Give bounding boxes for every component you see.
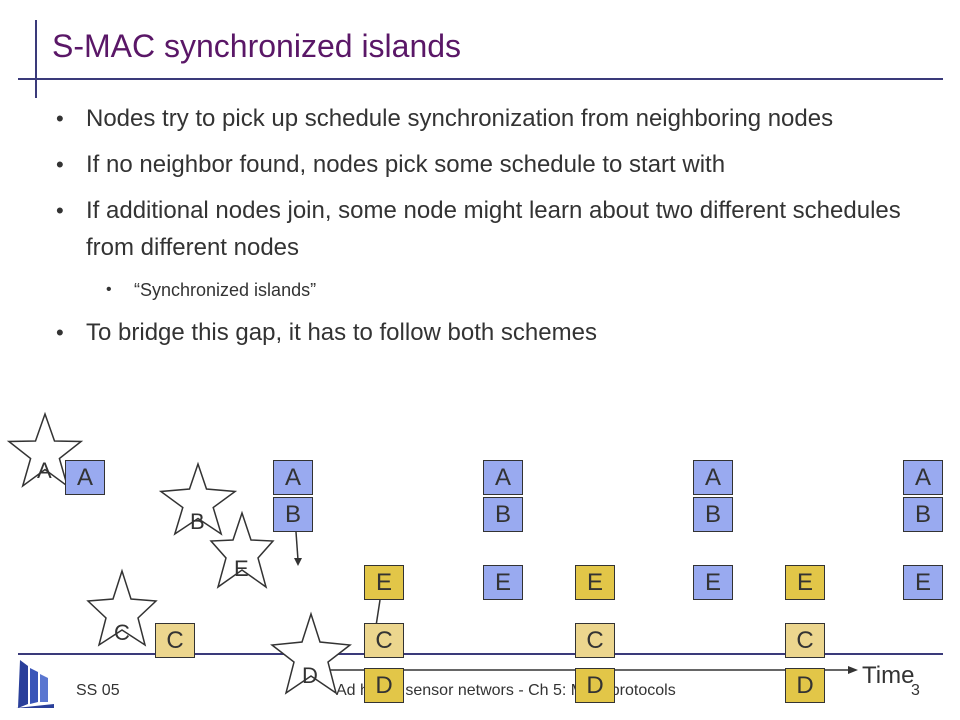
star-label-e: E bbox=[234, 556, 249, 581]
schedule-box-c: C bbox=[785, 623, 825, 658]
time-label: Time bbox=[862, 662, 915, 689]
bullet-text: If additional nodes join, some node migh… bbox=[86, 197, 901, 261]
schedule-box-a: A bbox=[65, 460, 105, 495]
schedule-box-e: E bbox=[575, 565, 615, 600]
bullet-list: • Nodes try to pick up schedule synchron… bbox=[52, 100, 932, 360]
b-connector-line bbox=[295, 531, 299, 561]
bullet-dot-icon: • bbox=[106, 281, 112, 298]
schedule-box-e: E bbox=[483, 565, 523, 600]
bullet-text: If no neighbor found, nodes pick some sc… bbox=[86, 151, 726, 178]
star-label-c: C bbox=[114, 620, 130, 645]
schedule-box-e: E bbox=[903, 565, 943, 600]
time-arrow-icon bbox=[848, 666, 858, 674]
bullet-dot-icon: • bbox=[56, 198, 64, 223]
schedule-box-e: E bbox=[785, 565, 825, 600]
star-label-a: A bbox=[37, 458, 52, 483]
star-node-e bbox=[209, 510, 275, 589]
schedule-box-e: E bbox=[693, 565, 733, 600]
slide-title: S-MAC synchronized islands bbox=[52, 28, 462, 64]
schedule-box-b: B bbox=[693, 497, 733, 532]
bullet-dot-icon: • bbox=[56, 152, 64, 177]
bullet-item: • Nodes try to pick up schedule synchron… bbox=[52, 100, 932, 137]
bullet-dot-icon: • bbox=[56, 320, 64, 345]
footer-page-number: 3 bbox=[911, 682, 920, 699]
e-connector-line bbox=[375, 599, 381, 627]
footer-left: SS 05 bbox=[76, 682, 120, 699]
star-label-d: D bbox=[302, 663, 318, 688]
schedule-box-c: C bbox=[155, 623, 195, 658]
sub-bullet-text: “Synchronized islands” bbox=[134, 280, 317, 300]
schedule-box-a: A bbox=[273, 460, 313, 495]
schedule-box-b: B bbox=[903, 497, 943, 532]
bullet-item: • If no neighbor found, nodes pick some … bbox=[52, 146, 932, 183]
bullet-dot-icon: • bbox=[56, 106, 64, 131]
university-logo-icon bbox=[16, 660, 54, 708]
schedule-box-a: A bbox=[693, 460, 733, 495]
schedule-box-a: A bbox=[483, 460, 523, 495]
star-node-a bbox=[6, 411, 84, 488]
header-vertical-rule bbox=[35, 20, 37, 98]
bullet-item: • To bridge this gap, it has to follow b… bbox=[52, 314, 932, 351]
schedule-box-d: D bbox=[364, 668, 404, 703]
schedule-box-d: D bbox=[575, 668, 615, 703]
star-node-c bbox=[86, 568, 158, 647]
star-label-b: B bbox=[190, 509, 205, 534]
bullet-text: To bridge this gap, it has to follow bot… bbox=[86, 319, 597, 346]
schedule-box-c: C bbox=[364, 623, 404, 658]
schedule-box-a: A bbox=[903, 460, 943, 495]
header-horizontal-rule bbox=[18, 78, 943, 80]
schedule-box-c: C bbox=[575, 623, 615, 658]
sub-bullet-item: • “Synchronized islands” bbox=[52, 275, 932, 305]
star-node-d bbox=[270, 611, 352, 695]
schedule-box-b: B bbox=[273, 497, 313, 532]
schedule-box-b: B bbox=[483, 497, 523, 532]
arrow-head-icon bbox=[294, 558, 302, 566]
bullet-item: • If additional nodes join, some node mi… bbox=[52, 192, 932, 266]
star-node-b bbox=[158, 461, 238, 536]
schedule-box-e: E bbox=[364, 565, 404, 600]
bullet-text: Nodes try to pick up schedule synchroniz… bbox=[86, 105, 834, 132]
schedule-box-d: D bbox=[785, 668, 825, 703]
